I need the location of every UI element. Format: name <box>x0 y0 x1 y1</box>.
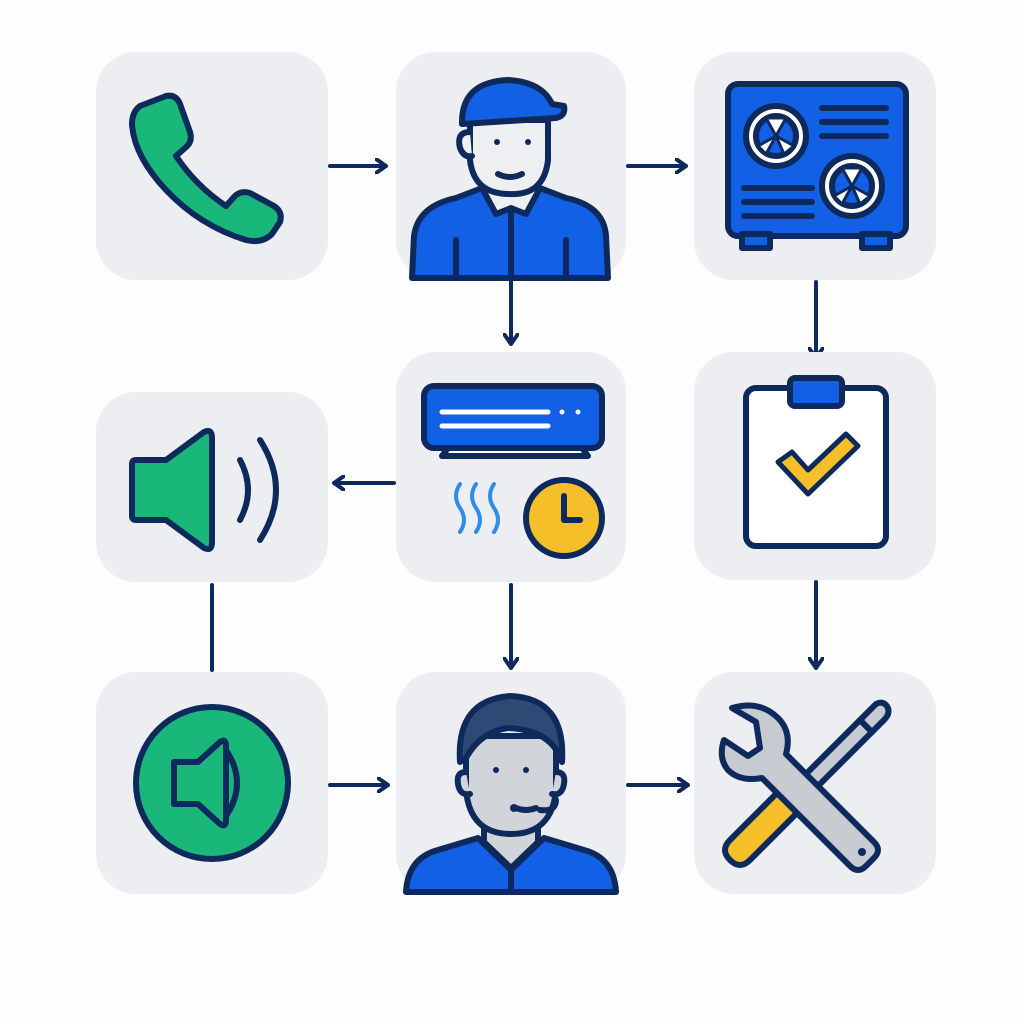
technician-face <box>467 117 551 198</box>
tile-phone-call[interactable] <box>96 52 328 280</box>
technician-icon <box>409 77 611 281</box>
screwdriver-handle <box>722 787 803 868</box>
agent-hair <box>456 693 566 765</box>
agent-face <box>463 733 559 837</box>
technician-cap <box>459 77 568 127</box>
outdoor-ac-unit-icon <box>725 81 909 251</box>
airflow-waves <box>454 482 500 534</box>
indoor-ac-timer-icon <box>421 383 605 559</box>
clock-icon <box>523 477 605 559</box>
connectors <box>210 166 816 785</box>
headset-agent-icon <box>403 693 619 895</box>
check-mark <box>775 431 861 497</box>
audio-circle-icon <box>133 704 291 862</box>
wrench-screwdriver-icon <box>718 699 892 873</box>
speaker-icon <box>129 427 279 553</box>
wrench <box>718 702 881 873</box>
clipboard-check-icon <box>743 375 889 549</box>
phone-icon <box>129 92 284 245</box>
